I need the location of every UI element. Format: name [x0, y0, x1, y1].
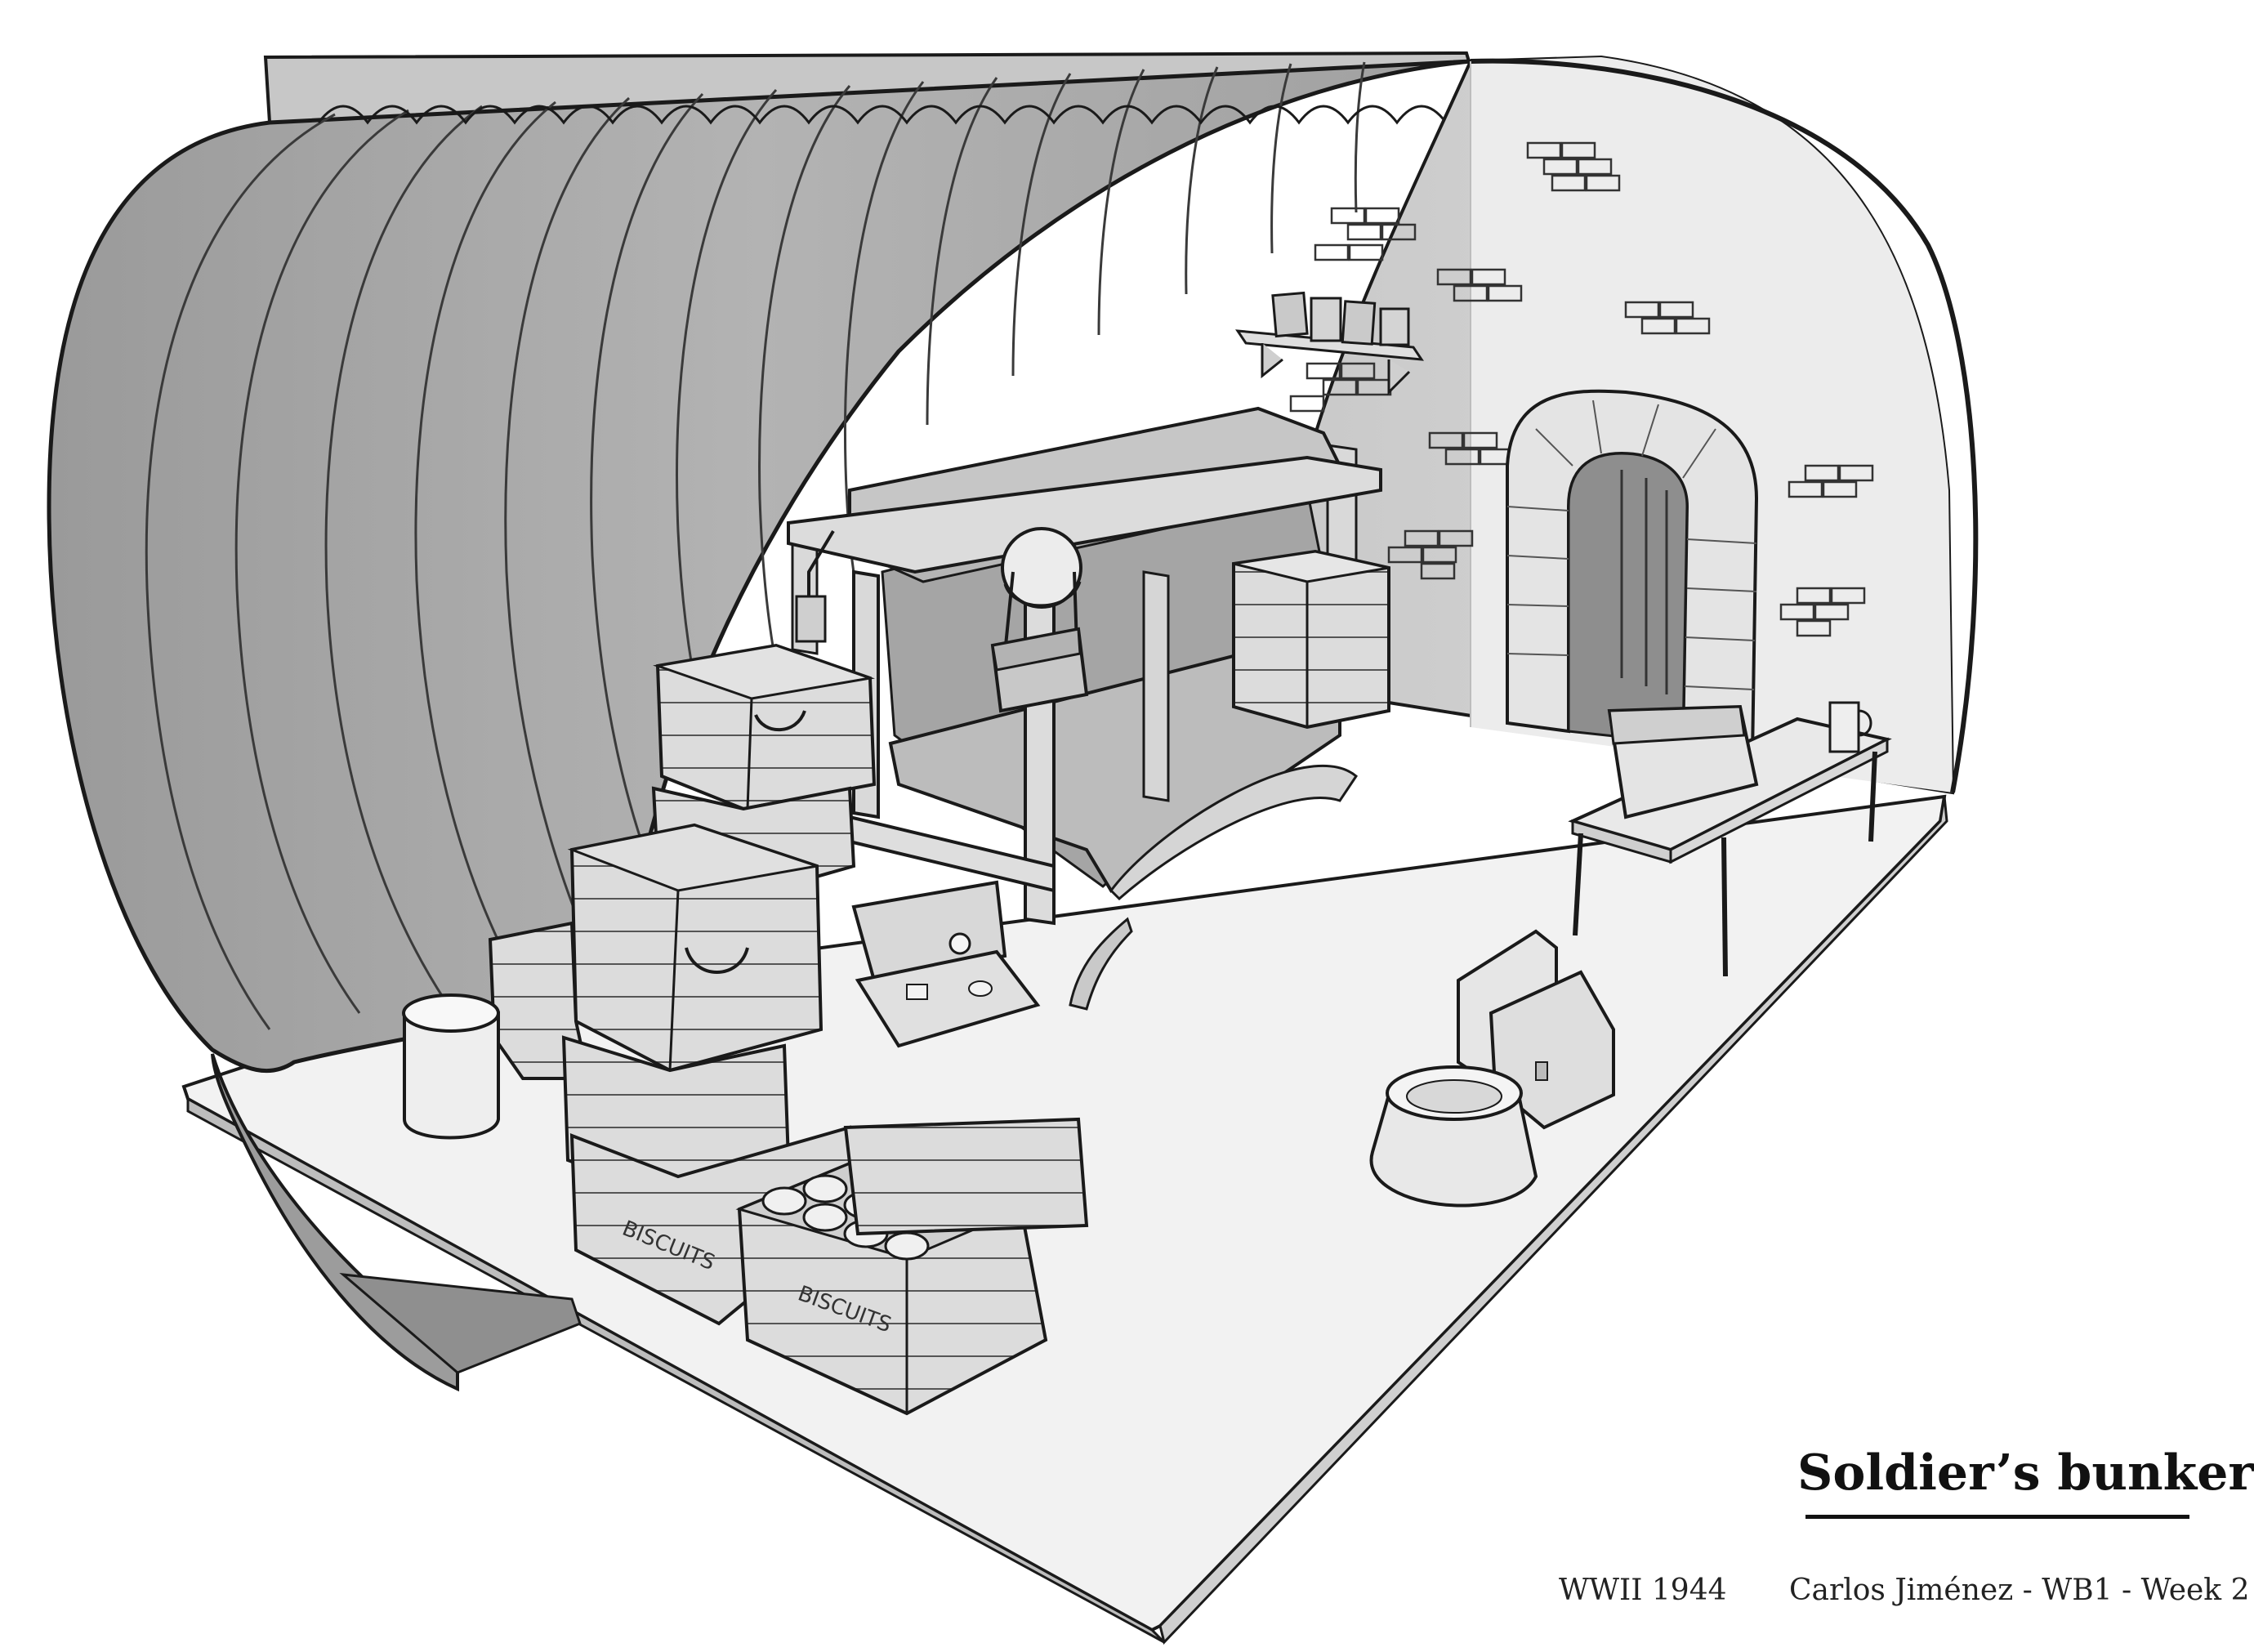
table	[1568, 701, 1892, 977]
bunker-illustration: BISCUITS BISCUITS	[47, 51, 1979, 1645]
back-wall	[1235, 55, 1979, 795]
wall-shelf	[1235, 291, 1424, 395]
storage-jar	[402, 993, 500, 1140]
era-caption: WWII 1944	[1559, 1574, 1727, 1607]
crate-pile-left: BISCUITS BISCUITS	[488, 643, 1089, 1416]
title-underline	[1805, 1515, 2189, 1519]
basin	[1369, 1065, 1538, 1208]
brick-archway	[1506, 389, 1759, 758]
artwork-title: Soldier’s bunker	[1797, 1444, 2254, 1502]
corrugated-tunnel	[47, 51, 1471, 1392]
open-kit-case	[851, 880, 1041, 1048]
credit-caption: Carlos Jiménez - WB1 - Week 2	[1789, 1574, 2250, 1607]
curved-item	[1069, 917, 1133, 1011]
illustration-canvas: BISCUITS BISCUITS	[47, 51, 2254, 1645]
crate-stack-back	[1232, 549, 1390, 730]
